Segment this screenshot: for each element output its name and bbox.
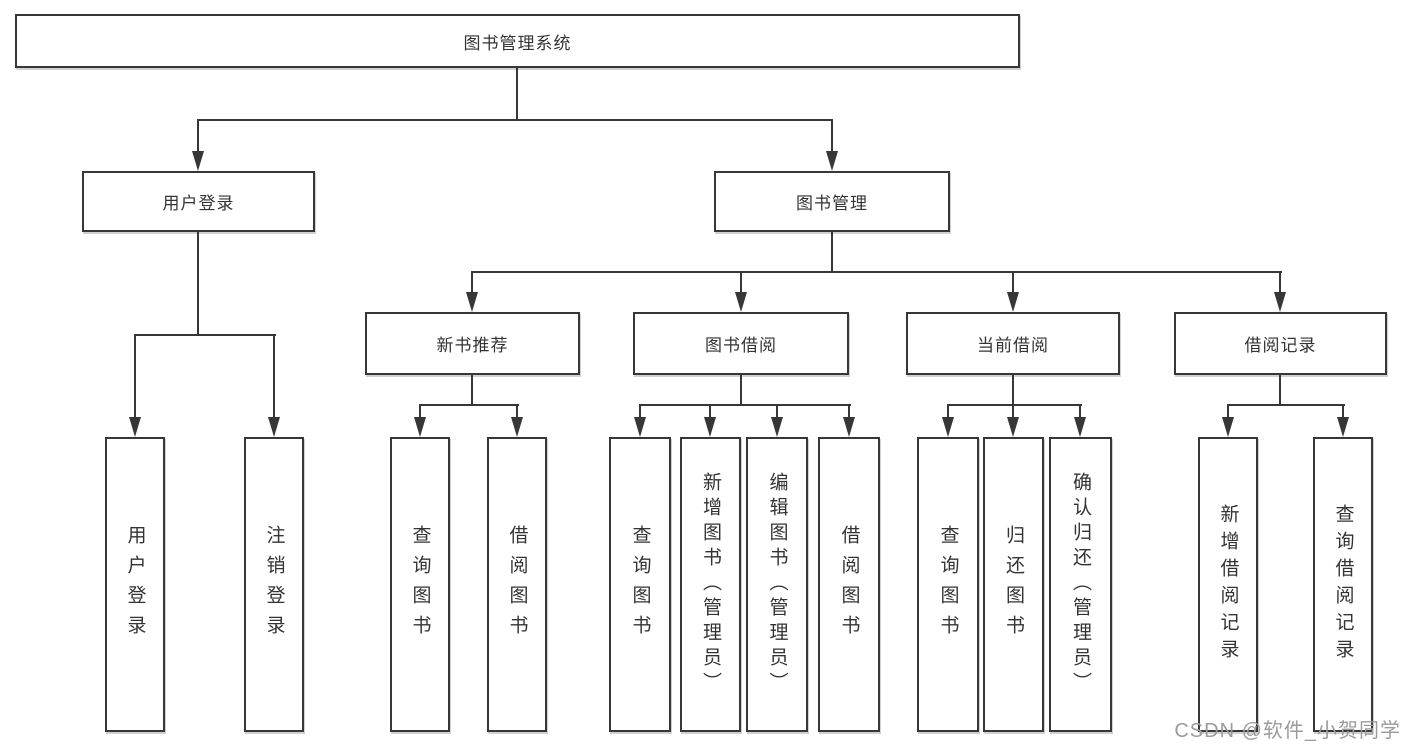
node-label: 查询图书: [629, 524, 651, 645]
connector-line: [740, 273, 742, 294]
node-label: 当前借阅: [977, 336, 1049, 355]
node-label: 图书管理: [796, 194, 868, 213]
connector-line: [419, 406, 421, 419]
node-label: 用户登录: [124, 524, 146, 645]
connector-line: [197, 232, 199, 336]
leaf-borrow-books-borrow: 借阅图书: [818, 437, 880, 732]
connector-line: [1227, 404, 1345, 406]
arrowhead-down-icon: [942, 417, 954, 437]
arrowhead-down-icon: [826, 151, 838, 171]
connector-line: [1012, 273, 1014, 294]
arrowhead-down-icon: [634, 417, 646, 437]
arrowhead-down-icon: [466, 292, 478, 312]
leaf-edit-book-admin: 编辑图书（管理员）: [746, 437, 808, 732]
arrowhead-down-icon: [192, 151, 204, 171]
node-new-book-recommendation: 新书推荐: [365, 312, 580, 375]
arrowhead-down-icon: [735, 292, 747, 312]
leaf-logout: 注销登录: [244, 437, 304, 732]
node-label: 注销登录: [263, 524, 285, 645]
node-label: 归还图书: [1003, 524, 1024, 645]
arrowhead-down-icon: [1222, 417, 1234, 437]
connector-line: [471, 271, 1282, 273]
connector-line: [831, 232, 833, 273]
arrowhead-down-icon: [771, 417, 783, 437]
leaf-query-books-recommend: 查询图书: [390, 437, 450, 732]
connector-line: [639, 406, 641, 419]
node-label: 新书推荐: [436, 336, 509, 355]
connector-line: [1279, 375, 1281, 406]
leaf-borrow-books-recommend: 借阅图书: [487, 437, 547, 732]
connector-line: [273, 336, 275, 418]
connector-line: [1079, 406, 1081, 419]
arrowhead-down-icon: [129, 417, 141, 437]
connector-line: [1012, 406, 1014, 419]
connector-line: [709, 406, 711, 419]
connector-line: [740, 375, 742, 406]
arrowhead-down-icon: [268, 417, 280, 437]
leaf-user-login: 用户登录: [105, 437, 165, 732]
leaf-query-books-current: 查询图书: [917, 437, 979, 732]
connector-line: [1227, 406, 1229, 419]
node-library-system: 图书管理系统: [15, 14, 1020, 68]
leaf-add-borrow-record: 新增借阅记录: [1198, 437, 1258, 732]
connector-line: [471, 273, 473, 294]
leaf-query-borrow-record: 查询借阅记录: [1313, 437, 1373, 732]
node-book-borrowing: 图书借阅: [633, 312, 849, 375]
arrowhead-down-icon: [1007, 292, 1019, 312]
connector-line: [776, 406, 778, 419]
leaf-confirm-return-admin: 确认归还（管理员）: [1049, 437, 1112, 732]
connector-line: [516, 68, 518, 119]
arrowhead-down-icon: [1007, 417, 1019, 437]
connector-line: [947, 406, 949, 419]
node-label: 借阅图书: [838, 524, 860, 645]
arrowhead-down-icon: [1074, 417, 1086, 437]
node-label: 借阅图书: [506, 524, 528, 645]
connector-line: [197, 119, 199, 153]
arrowhead-down-icon: [414, 417, 426, 437]
connector-line: [419, 404, 519, 406]
connector-line: [639, 404, 851, 406]
node-label: 查询借阅记录: [1332, 503, 1354, 666]
leaf-return-books: 归还图书: [983, 437, 1044, 732]
connector-line: [848, 406, 850, 419]
node-label: 图书借阅: [705, 336, 777, 355]
connector-line: [1342, 406, 1344, 419]
connector-line: [1279, 273, 1281, 294]
node-current-borrowing: 当前借阅: [906, 312, 1120, 375]
connector-line: [134, 334, 276, 336]
node-label: 查询图书: [937, 524, 959, 645]
connector-line: [197, 119, 833, 121]
node-label: 确认归还（管理员）: [1070, 472, 1091, 697]
connector-line: [1012, 375, 1014, 406]
arrowhead-down-icon: [1337, 417, 1349, 437]
node-label: 用户登录: [162, 194, 235, 213]
node-label: 借阅记录: [1244, 336, 1317, 355]
node-label: 新增借阅记录: [1217, 503, 1239, 666]
arrowhead-down-icon: [511, 417, 523, 437]
csdn-watermark: CSDN @软件_小贺同学: [1174, 720, 1401, 742]
connector-line: [947, 404, 1082, 406]
arrowhead-down-icon: [1274, 292, 1286, 312]
connector-line: [831, 119, 833, 153]
node-user-login: 用户登录: [82, 171, 315, 232]
node-label: 新增图书（管理员）: [700, 472, 721, 697]
node-label: 图书管理系统: [463, 33, 572, 53]
node-label: 查询图书: [409, 524, 431, 645]
connector-line: [134, 336, 136, 418]
leaf-query-books-borrow: 查询图书: [609, 437, 671, 732]
node-book-management: 图书管理: [714, 171, 950, 232]
node-borrowing-records: 借阅记录: [1174, 312, 1387, 375]
leaf-add-book-admin: 新增图书（管理员）: [680, 437, 741, 732]
node-label: 编辑图书（管理员）: [766, 472, 788, 697]
arrowhead-down-icon: [704, 417, 716, 437]
connector-line: [471, 375, 473, 406]
arrowhead-down-icon: [843, 417, 855, 437]
connector-line: [516, 406, 518, 419]
